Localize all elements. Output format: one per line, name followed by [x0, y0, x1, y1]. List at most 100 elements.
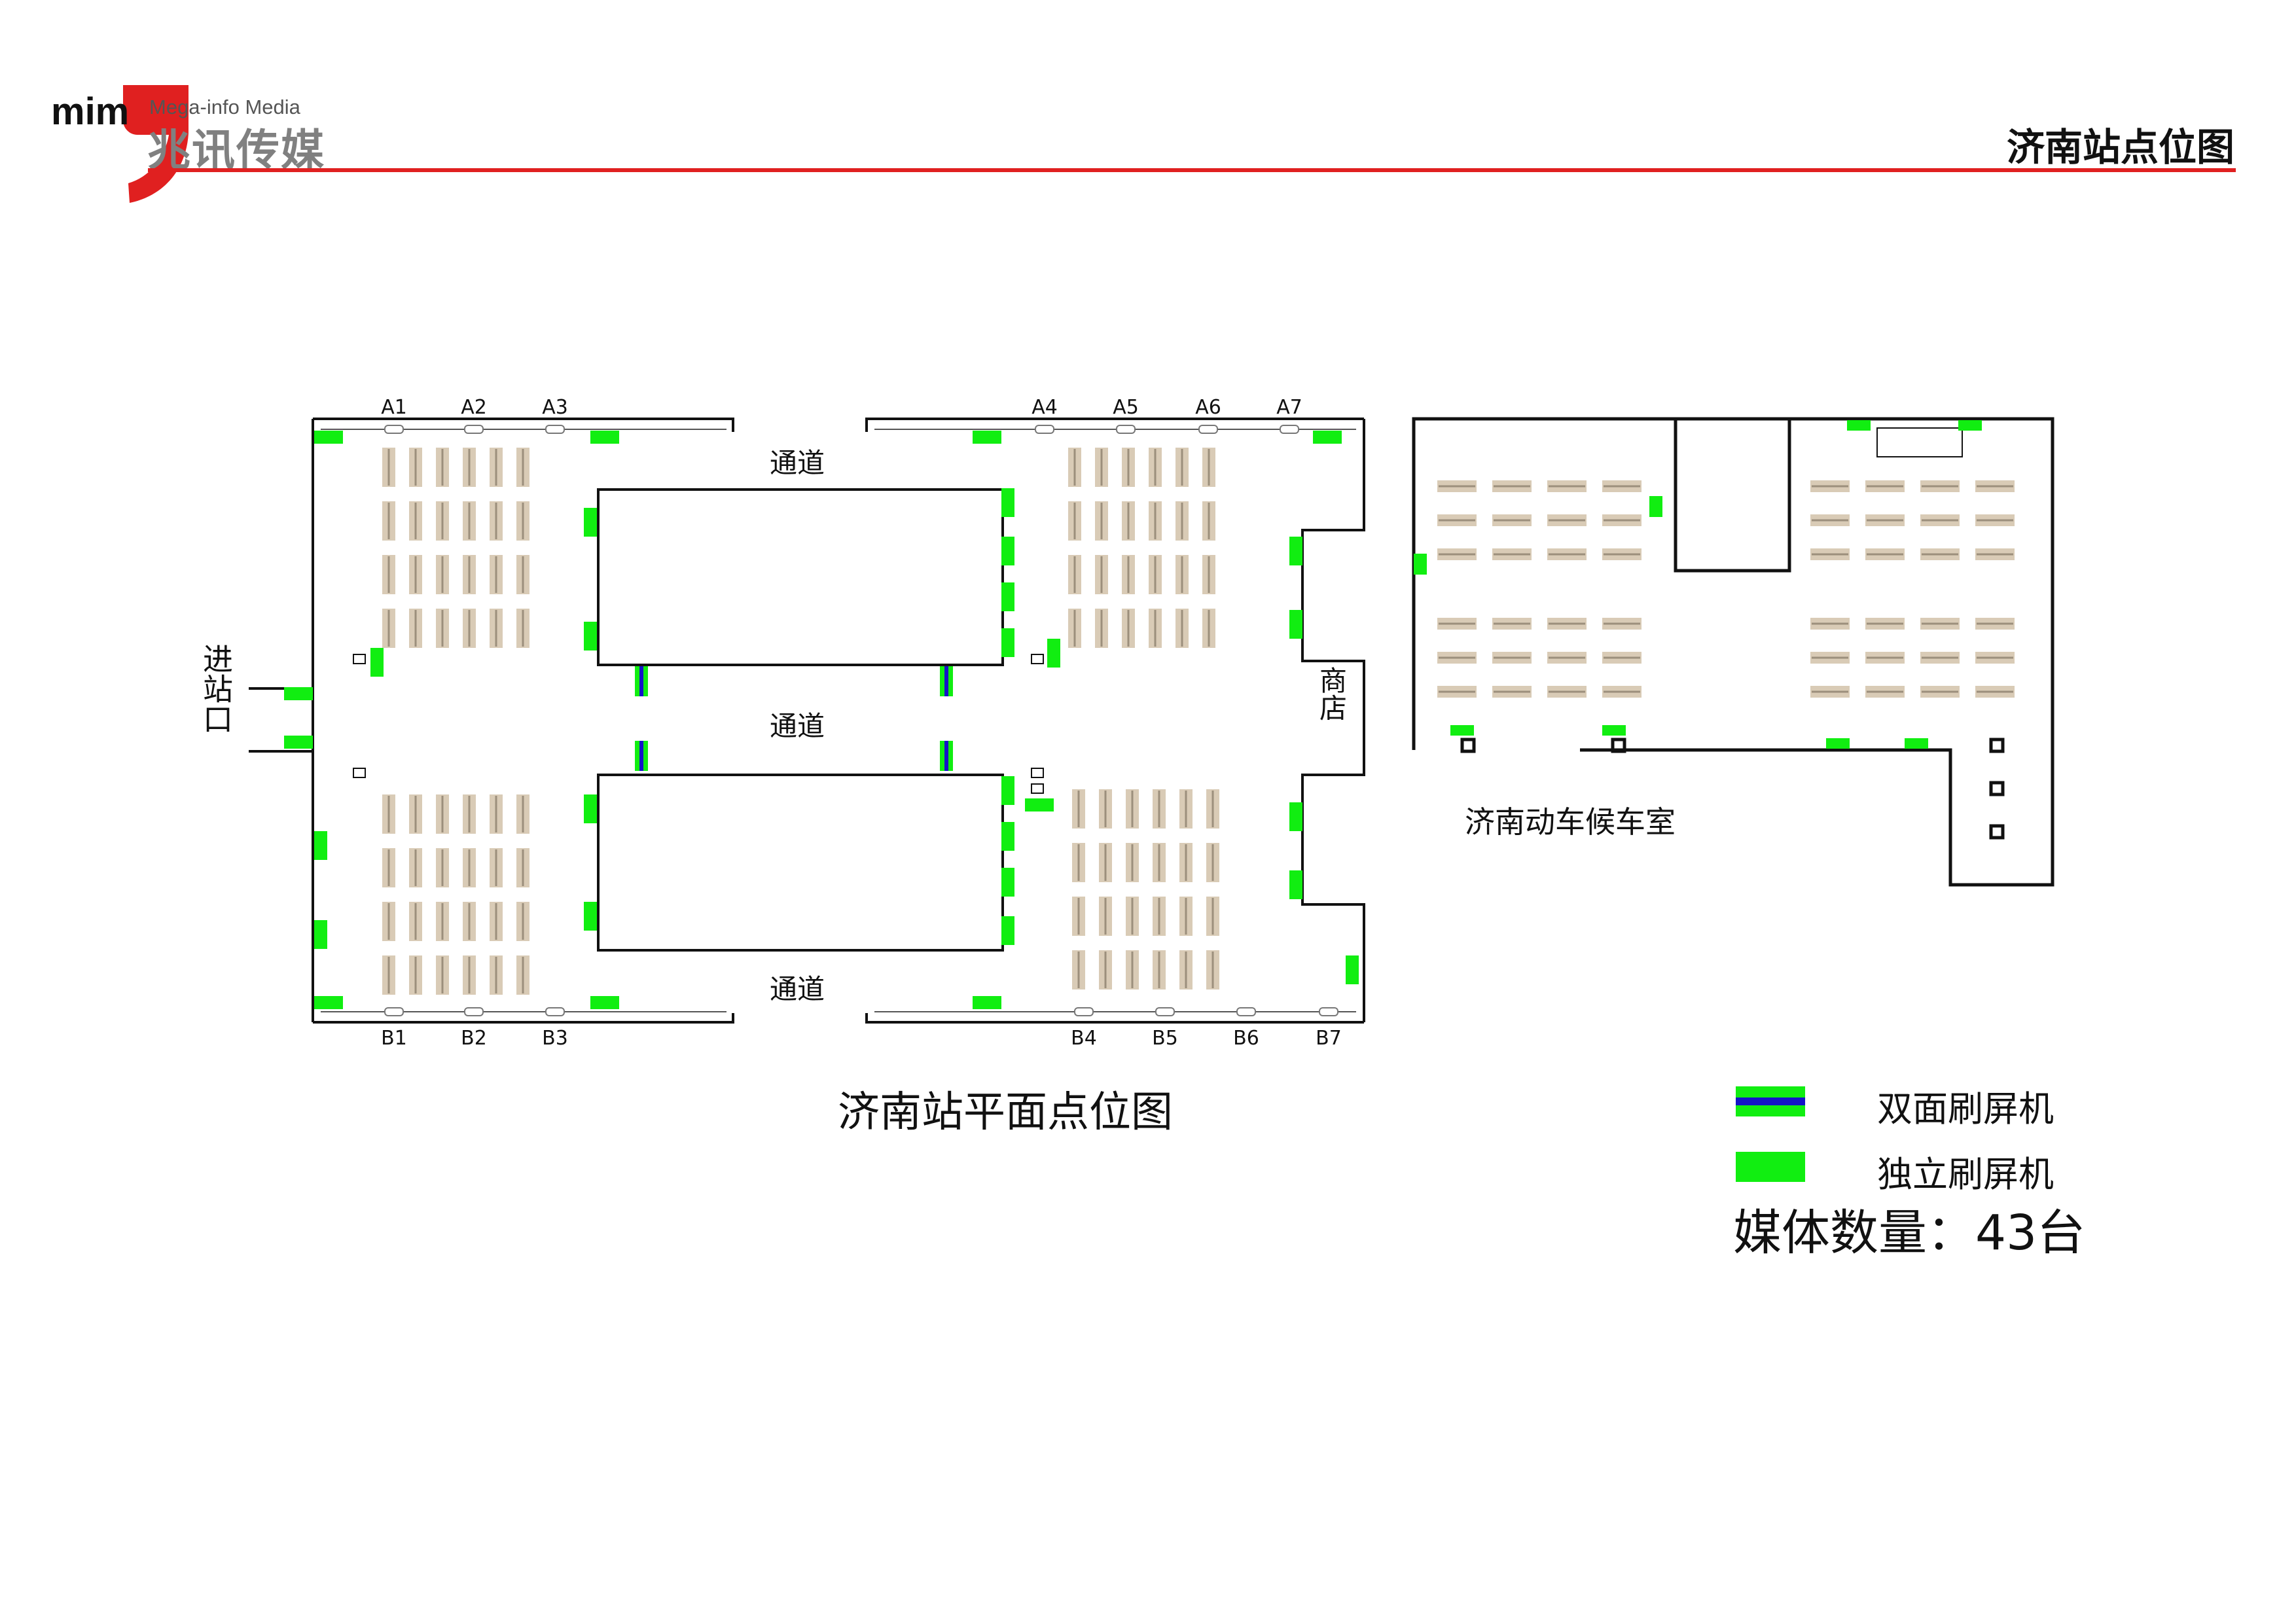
gate-label-b5: B5 [1152, 1027, 1178, 1050]
single-screen-marker [590, 996, 619, 1009]
single-screen-marker [590, 431, 619, 444]
single-screen-marker [1313, 431, 1342, 444]
emu-pillar [1989, 824, 2005, 840]
double-screen-swatch [1736, 1086, 1805, 1116]
shop-label: 商店 [1316, 666, 1348, 721]
screen-markers [284, 420, 1982, 1009]
east-wall [1301, 419, 1365, 1022]
single-screen-marker [370, 648, 384, 677]
single-screen-marker [1905, 738, 1928, 749]
single-screen-marker [1847, 420, 1871, 431]
double-screen-stripe [944, 741, 948, 771]
single-screen-marker [584, 902, 597, 931]
emu-pillar [1989, 781, 2005, 796]
gate-label-b7: B7 [1316, 1027, 1342, 1050]
single-screen-marker [1958, 420, 1982, 431]
hall-pillar [1031, 768, 1044, 778]
gate-label-b4: B4 [1071, 1027, 1097, 1050]
gate-label-b3: B3 [542, 1027, 568, 1050]
logo-mark-text: mim [51, 90, 129, 133]
single-screen-marker [314, 831, 327, 860]
single-screen-marker [284, 687, 313, 700]
single-screen-marker [1414, 554, 1427, 575]
passage-label-north: 通道 [770, 447, 825, 479]
single-screen-marker [314, 920, 327, 949]
single-screen-marker [1001, 868, 1014, 897]
single-screen-marker [314, 431, 343, 444]
single-screen-marker [1001, 582, 1014, 611]
emu-room-label: 济南动车候车室 [1465, 804, 1676, 840]
gate-label-a1: A1 [381, 396, 407, 419]
north-wall-east [865, 418, 1364, 432]
single-screen-marker [1289, 537, 1302, 565]
single-screen-marker [1001, 822, 1014, 851]
south-wall-east [865, 1013, 1364, 1024]
page-title: 济南站点位图 [2006, 125, 2234, 169]
hall-pillar [353, 768, 366, 778]
single-screen-marker [1602, 725, 1626, 736]
single-screen-swatch [1736, 1152, 1805, 1182]
emu-pillar [1989, 738, 2005, 753]
gate-turnstile-south [384, 1007, 404, 1016]
entrance-label: 进站口 [198, 643, 234, 734]
single-screen-marker [973, 431, 1001, 444]
legend-label-double: 双面刷屏机 [1877, 1088, 2054, 1130]
legend: 双面刷屏机 独立刷屏机 [1728, 1072, 2147, 1203]
gate-turnstile-south [464, 1007, 484, 1016]
single-screen-marker [284, 736, 313, 749]
single-screen-marker [584, 794, 597, 823]
seating-area [382, 448, 2015, 995]
double-screen-stripe [639, 666, 643, 696]
emu-kiosk [1876, 427, 1963, 457]
single-screen-marker [1001, 916, 1014, 945]
single-screen-marker [1001, 628, 1014, 657]
single-screen-marker [1289, 610, 1302, 639]
single-screen-marker [973, 996, 1001, 1009]
gate-turnstile-south [545, 1007, 565, 1016]
hall-pillar [1031, 654, 1044, 664]
single-screen-marker [1826, 738, 1850, 749]
gate-turnstile-south [1074, 1007, 1094, 1016]
gate-label-b2: B2 [461, 1027, 487, 1050]
gate-label-a7: A7 [1276, 396, 1302, 419]
gate-label-a2: A2 [461, 396, 487, 419]
mim-logo: mim [51, 85, 188, 203]
gate-label-a5: A5 [1113, 396, 1139, 419]
single-screen-marker [584, 622, 597, 651]
legend-label-single: 独立刷屏机 [1877, 1154, 2054, 1195]
emu-waiting-room [1412, 417, 2054, 887]
single-screen-marker [1289, 870, 1302, 899]
gate-turnstile-north [1280, 425, 1299, 434]
gate-turnstile-north [1116, 425, 1136, 434]
passage-label-south: 通道 [770, 973, 825, 1005]
gate-turnstile-south [1319, 1007, 1338, 1016]
logo-red-mark-shape [123, 85, 188, 203]
legend-item-single: 独立刷屏机 [1728, 1137, 2147, 1203]
south-wall-west [313, 1013, 734, 1024]
floor-plan-title: 济南站平面点位图 [838, 1088, 1173, 1137]
single-screen-marker [1001, 776, 1014, 805]
single-screen-marker [1047, 639, 1060, 668]
single-screen-marker [1001, 537, 1014, 565]
emu-pillar [1611, 738, 1626, 753]
plan-labels: A1 A2 A3 A4 A5 A6 A7 B1 B2 B3 B4 B5 B6 B… [198, 396, 1676, 1050]
double-screen-stripe [1736, 1097, 1805, 1105]
single-screen-marker [1025, 798, 1054, 812]
gate-turnstile-north [1198, 425, 1218, 434]
south-island-block [597, 774, 1004, 952]
single-screen-marker [1450, 725, 1474, 736]
emu-pillar [1460, 738, 1476, 753]
north-island-block [597, 488, 1004, 666]
gate-label-a4: A4 [1031, 396, 1058, 419]
emu-room-walls [1412, 417, 2054, 887]
gate-lines [321, 425, 1356, 1016]
gate-label-b1: B1 [381, 1027, 407, 1050]
gate-turnstile-north [545, 425, 565, 434]
single-screen-marker [1346, 955, 1359, 984]
north-wall-west [313, 418, 734, 432]
media-count: 媒体数量：43台 [1733, 1205, 2086, 1261]
single-screen-marker [1289, 802, 1302, 831]
gate-turnstile-north [384, 425, 404, 434]
single-screen-marker [314, 996, 343, 1009]
